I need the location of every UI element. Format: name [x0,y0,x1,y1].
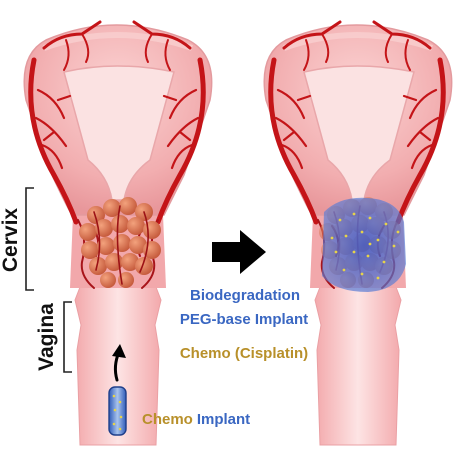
chemo-implant-rod [108,386,127,436]
progression-arrow [212,230,266,274]
insertion-arrow-head [112,344,126,358]
chemo-implant-word-implant: Implant [197,411,250,428]
biodegradation-label: Biodegradation [190,287,300,304]
anatomy-before [24,22,211,445]
vagina-bracket [63,301,72,373]
peg-implant-label: PEG-base Implant [180,311,308,328]
chemo-drug-label: Chemo (Cisplatin) [180,345,308,362]
cervix-bracket [25,187,34,291]
cervix-label: Cervix [0,208,22,273]
anatomy-after [264,22,451,445]
chemo-implant-word-chemo: Chemo [142,411,193,428]
vagina-label: Vagina [35,303,58,371]
peg-implant-region [322,197,406,292]
drug-particles [330,212,400,280]
